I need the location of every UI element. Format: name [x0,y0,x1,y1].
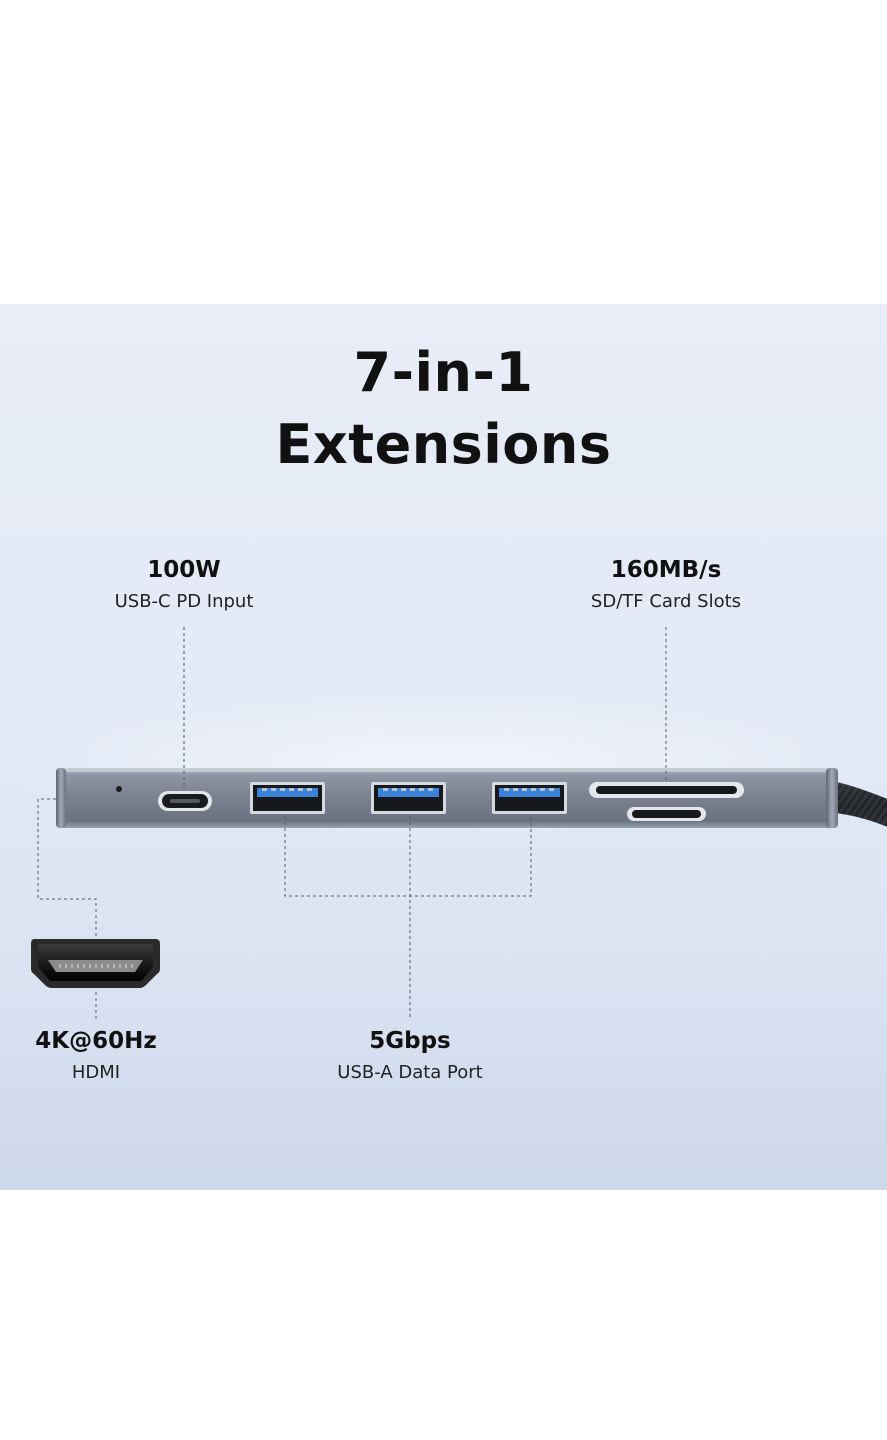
card-speed-value: 160MB/s [610,557,722,583]
pd-input-description: USB-C PD Input [114,591,254,612]
callout-usb-a: 5Gbps USB-A Data Port [300,1030,520,1082]
hdmi-resolution-value: 4K@60Hz [35,1028,157,1054]
usb-a-port-icon [492,782,567,814]
sd-card-slot-icon [589,782,744,798]
usb-a-port-icon [250,782,325,814]
callout-lines [37,627,667,1022]
usb-c-port-icon [158,791,212,811]
hdmi-port-icon [31,939,160,988]
usb-a-port-icon [371,782,446,814]
hdmi-description: HDMI [71,1062,121,1083]
braided-cable [826,780,887,827]
led-indicator [116,786,122,792]
card-slots-description: SD/TF Card Slots [590,591,742,612]
hub-illustration [31,627,887,1022]
tf-card-slot-icon [627,807,706,821]
title-line-2: Extensions [275,413,612,476]
callout-hdmi: 4K@60Hz HDMI [6,1030,186,1082]
product-panel: 7-in-1 Extensions [0,304,887,1190]
usb-a-speed-value: 5Gbps [369,1028,451,1054]
usb-a-description: USB-A Data Port [337,1062,483,1083]
title-line-1: 7-in-1 [353,341,534,404]
callout-usb-c-pd: 100W USB-C PD Input [84,559,284,611]
pd-power-value: 100W [147,557,221,583]
callout-card-slots: 160MB/s SD/TF Card Slots [556,559,776,611]
